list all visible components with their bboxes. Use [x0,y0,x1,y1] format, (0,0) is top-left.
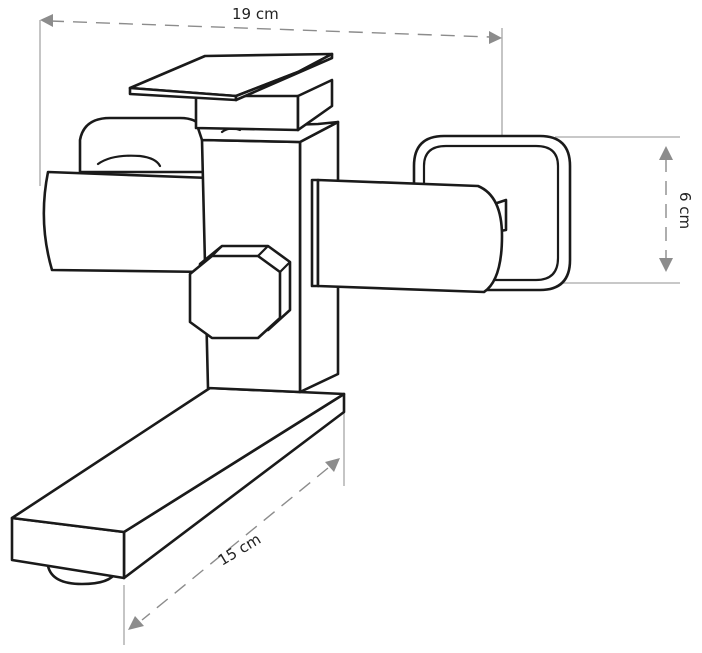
width-dimension-arrow [40,14,502,44]
spout [10,386,346,586]
right-wall-connector [310,134,572,294]
height-label: 6 cm [676,192,694,229]
spout-label: 15 cm [215,530,264,569]
diverter-knob [188,244,292,340]
width-label: 19 cm [232,5,279,23]
lever-handle [128,52,334,132]
left-wall-connector [42,116,212,274]
spout-dimension-arrow [128,458,340,630]
height-dimension-arrow [659,146,673,272]
